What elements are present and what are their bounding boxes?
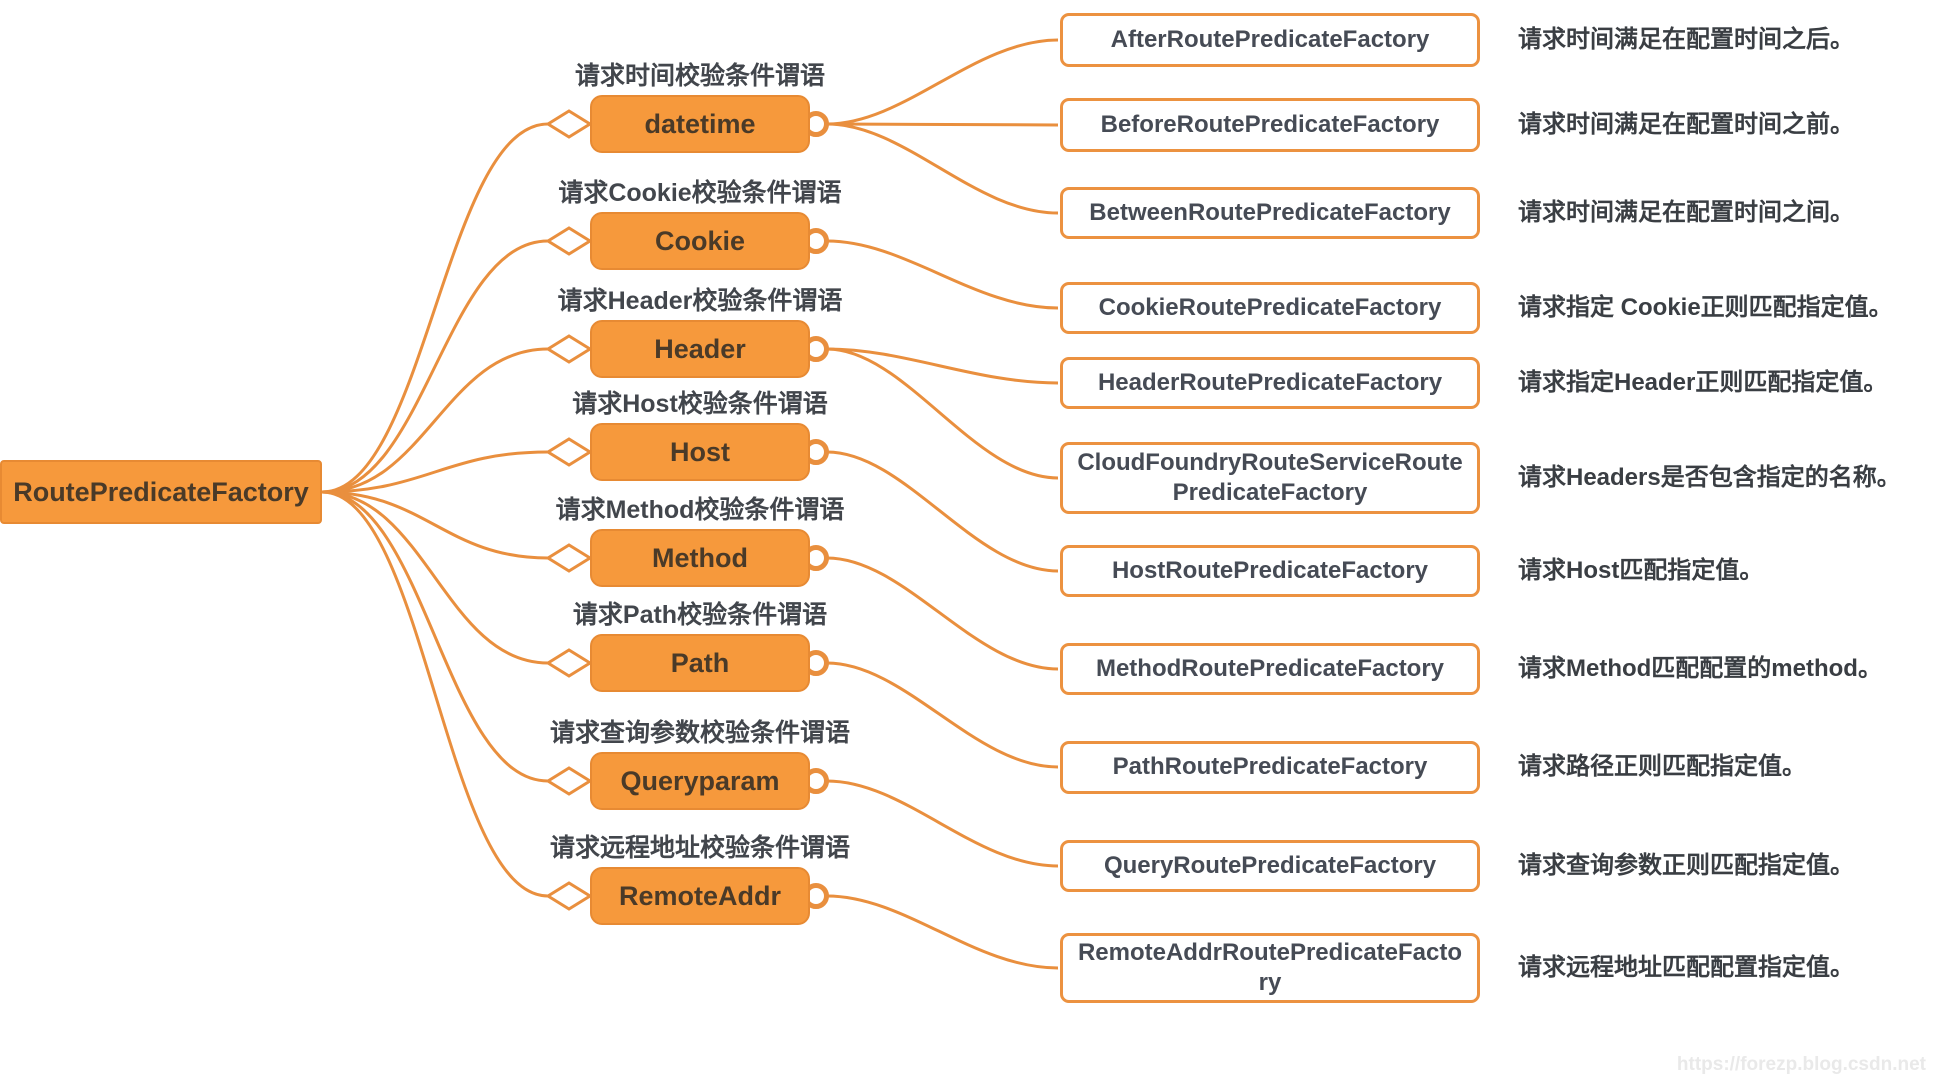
- connector: [826, 450, 1059, 573]
- child-description: 请求Host匹配指定值。: [1518, 557, 1764, 584]
- connector: [826, 122, 1059, 127]
- branch-caption: 请求查询参数校验条件谓语: [549, 719, 850, 747]
- branch-node-cookie[interactable]: Cookie: [590, 212, 810, 270]
- watermark: https://forezp.blog.csdn.net: [1676, 1054, 1926, 1075]
- connector: [826, 347, 1059, 385]
- child-description: 请求查询参数正则匹配指定值。: [1518, 852, 1854, 879]
- connector: [826, 239, 1059, 310]
- child-node-afterroutepredicatefactory[interactable]: AfterRoutePredicateFactory: [1060, 13, 1480, 67]
- child-node-hostroutepredicatefactory[interactable]: HostRoutePredicateFactory: [1060, 545, 1480, 597]
- branch-caption: 请求Cookie校验条件谓语: [558, 179, 842, 207]
- child-description: 请求时间满足在配置时间之间。: [1518, 199, 1854, 226]
- connector: [826, 38, 1059, 126]
- child-description: 请求指定Header正则匹配指定值。: [1518, 369, 1888, 396]
- branch-node-datetime[interactable]: datetime: [590, 95, 810, 153]
- child-description: 请求远程地址匹配配置指定值。: [1518, 954, 1854, 981]
- branch-node-remoteaddr[interactable]: RemoteAddr: [590, 867, 810, 925]
- child-description: 请求路径正则匹配指定值。: [1518, 753, 1806, 780]
- diamond-connector-icon: [545, 766, 593, 796]
- diamond-connector-icon: [545, 109, 593, 139]
- child-description: 请求时间满足在配置时间之后。: [1518, 26, 1854, 53]
- child-node-pathroutepredicatefactory[interactable]: PathRoutePredicateFactory: [1060, 740, 1480, 794]
- branch-caption: 请求Method校验条件谓语: [555, 496, 845, 524]
- child-node-beforeroutepredicatefactory[interactable]: BeforeRoutePredicateFactory: [1060, 98, 1480, 152]
- diamond-connector-icon: [545, 226, 593, 256]
- connector: [321, 490, 549, 783]
- branch-caption: 请求Host校验条件谓语: [572, 390, 828, 418]
- branch-caption: 请求时间校验条件谓语: [574, 62, 825, 90]
- child-node-cookieroutepredicatefactory[interactable]: CookieRoutePredicateFactory: [1060, 282, 1480, 334]
- child-description: 请求指定 Cookie正则匹配指定值。: [1518, 294, 1893, 321]
- branch-node-queryparam[interactable]: Queryparam: [590, 752, 810, 810]
- child-node-queryroutepredicatefactory[interactable]: QueryRoutePredicateFactory: [1060, 840, 1480, 892]
- child-description: 请求时间满足在配置时间之前。: [1518, 111, 1854, 138]
- connector: [321, 490, 549, 665]
- connector: [321, 490, 549, 898]
- child-node-betweenroutepredicatefactory[interactable]: BetweenRoutePredicateFactory: [1060, 187, 1480, 239]
- branch-node-host[interactable]: Host: [590, 423, 810, 481]
- child-node-remoteaddrroutepredicatefactory[interactable]: RemoteAddrRoutePredicateFactory: [1060, 933, 1480, 1003]
- diamond-connector-icon: [545, 648, 593, 678]
- branch-node-path[interactable]: Path: [590, 634, 810, 692]
- branch-caption: 请求远程地址校验条件谓语: [549, 834, 850, 862]
- connector: [826, 894, 1059, 970]
- connector: [321, 239, 549, 494]
- diamond-connector-icon: [545, 543, 593, 573]
- diamond-connector-icon: [545, 881, 593, 911]
- child-node-headerroutepredicatefactory[interactable]: HeaderRoutePredicateFactory: [1060, 357, 1480, 409]
- child-node-cloudfoundryrouteserviceroutepredicatefactory[interactable]: CloudFoundryRouteServiceRoutePredicateFa…: [1060, 442, 1480, 514]
- connector: [826, 661, 1059, 769]
- connector: [826, 122, 1059, 215]
- root-node[interactable]: RoutePredicateFactory: [0, 460, 322, 524]
- branch-caption: 请求Path校验条件谓语: [572, 601, 828, 629]
- diamond-connector-icon: [545, 437, 593, 467]
- connector: [321, 122, 549, 494]
- child-description: 请求Headers是否包含指定的名称。: [1518, 464, 1901, 491]
- connector: [321, 347, 549, 494]
- branch-node-header[interactable]: Header: [590, 320, 810, 378]
- connector: [826, 779, 1059, 868]
- connector: [826, 347, 1059, 480]
- connector: [321, 490, 549, 560]
- connector: [826, 556, 1059, 671]
- child-description: 请求Method匹配配置的method。: [1518, 655, 1882, 682]
- connector: [321, 450, 549, 494]
- child-node-methodroutepredicatefactory[interactable]: MethodRoutePredicateFactory: [1060, 643, 1480, 695]
- branch-node-method[interactable]: Method: [590, 529, 810, 587]
- diamond-connector-icon: [545, 334, 593, 364]
- branch-caption: 请求Header校验条件谓语: [557, 287, 843, 315]
